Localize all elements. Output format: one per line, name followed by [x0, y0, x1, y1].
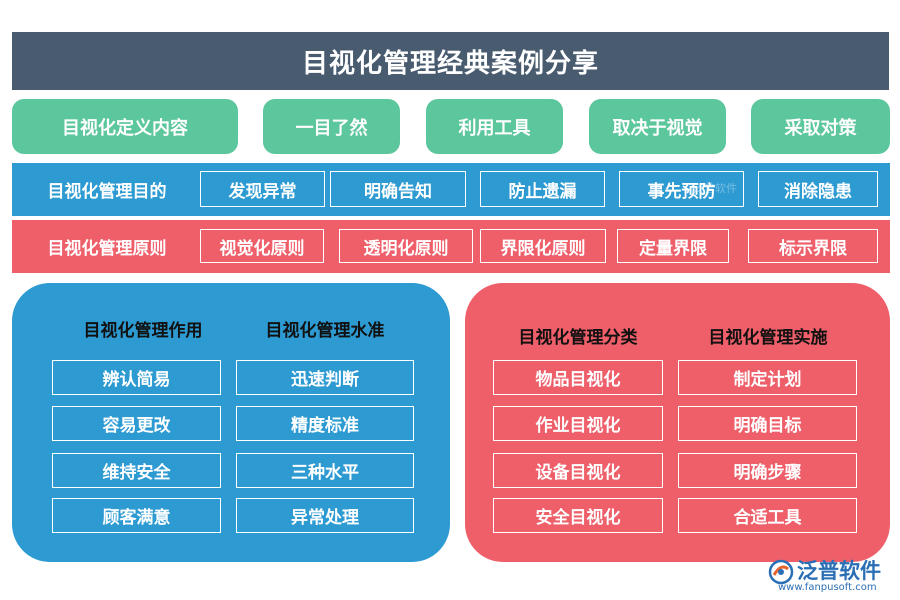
logo-url: www.fanpusoft.com: [778, 582, 877, 593]
logo-name: 泛普软件: [797, 559, 881, 583]
category-item: 物品目视化: [493, 360, 663, 395]
function-heading: 目视化管理作用: [83, 321, 203, 341]
definition-row: 目视化定义内容 一目了然 利用工具 取决于视觉 采取对策: [12, 99, 890, 154]
fanpu-logo-icon: [768, 559, 794, 585]
principle-label: 目视化管理原则: [47, 239, 167, 259]
definition-item: 一目了然: [263, 99, 400, 154]
purpose-item: 事先预防: [619, 171, 744, 207]
level-item: 三种水平: [236, 453, 414, 488]
definition-item: 采取对策: [751, 99, 890, 154]
level-item: 异常处理: [236, 498, 414, 533]
level-heading: 目视化管理水准: [265, 321, 385, 341]
implementation-item: 合适工具: [678, 498, 857, 533]
principle-item: 透明化原则: [339, 229, 473, 263]
purpose-label: 目视化管理目的: [47, 182, 167, 202]
definition-label: 目视化定义内容: [12, 99, 238, 154]
purpose-item: 发现异常: [200, 171, 325, 207]
function-item: 容易更改: [52, 406, 221, 441]
category-item: 安全目视化: [493, 498, 663, 533]
purpose-item: 明确告知: [330, 171, 466, 207]
purpose-band: 目视化管理目的 发现异常 明确告知 防止遗漏 事先预防 消除隐患: [12, 163, 890, 216]
watermark: 泛普软件: [693, 182, 737, 195]
function-item: 辨认简易: [52, 360, 221, 395]
category-item: 作业目视化: [493, 406, 663, 441]
principle-item: 视觉化原则: [200, 229, 324, 263]
category-item: 设备目视化: [493, 453, 663, 488]
category-implementation-panel: 目视化管理分类 目视化管理实施 物品目视化 作业目视化 设备目视化 安全目视化 …: [465, 283, 890, 562]
page-title: 目视化管理经典案例分享: [12, 32, 889, 90]
level-item: 精度标准: [236, 406, 414, 441]
principle-item: 定量界限: [617, 229, 729, 263]
level-item: 迅速判断: [236, 360, 414, 395]
principle-band: 目视化管理原则 视觉化原则 透明化原则 界限化原则 定量界限 标示界限: [12, 220, 890, 273]
implementation-item: 明确步骤: [678, 453, 857, 488]
function-item: 维持安全: [52, 453, 221, 488]
brand-logo: 泛普软件 www.fanpusoft.com: [768, 553, 893, 597]
implementation-heading: 目视化管理实施: [708, 328, 828, 348]
purpose-item: 消除隐患: [758, 171, 878, 207]
function-item: 顾客满意: [52, 498, 221, 533]
principle-item: 标示界限: [748, 229, 878, 263]
implementation-item: 明确目标: [678, 406, 857, 441]
category-heading: 目视化管理分类: [518, 328, 638, 348]
function-level-panel: 目视化管理作用 目视化管理水准 辨认简易 容易更改 维持安全 顾客满意 迅速判断…: [12, 283, 450, 562]
implementation-item: 制定计划: [678, 360, 857, 395]
purpose-item: 防止遗漏: [480, 171, 605, 207]
principle-item: 界限化原则: [480, 229, 606, 263]
definition-item: 利用工具: [426, 99, 563, 154]
definition-item: 取决于视觉: [589, 99, 726, 154]
